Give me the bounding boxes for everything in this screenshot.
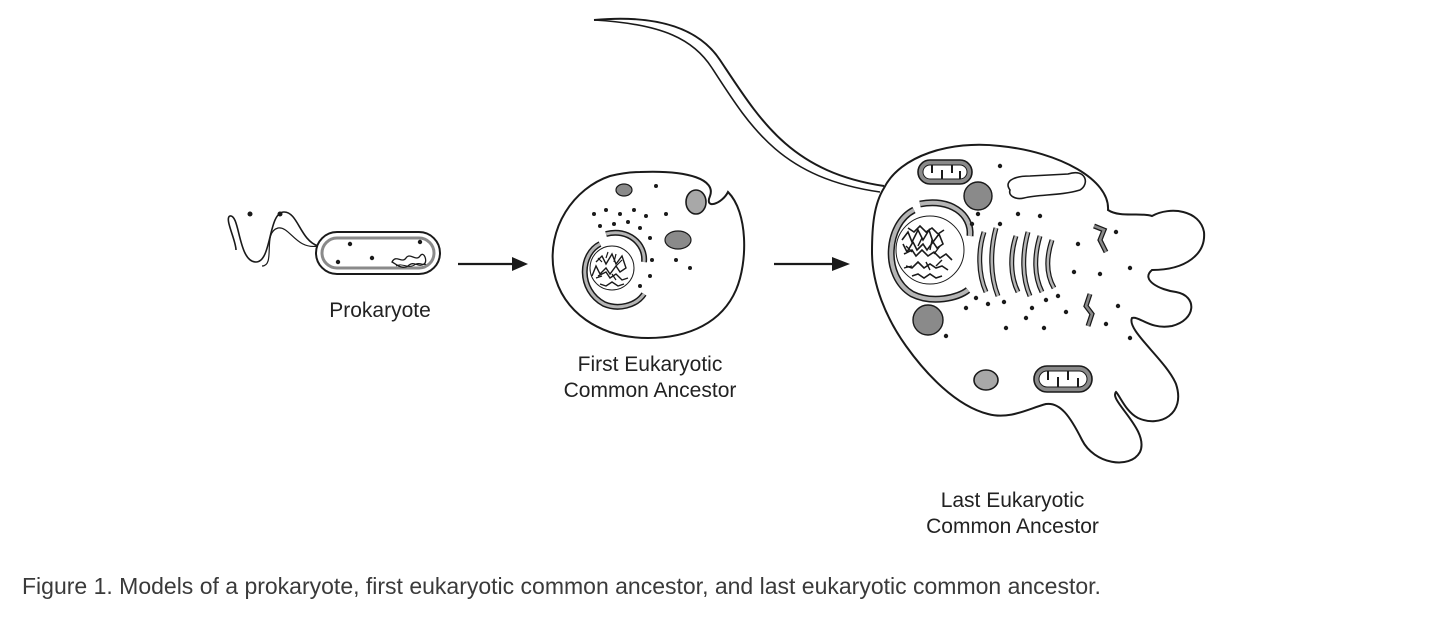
last-eukaryote-membrane	[870, 143, 1206, 464]
prokaryote-flagella-2	[261, 227, 319, 267]
last-eukaryote-er-fold	[1007, 171, 1087, 200]
label-prokaryote: Prokaryote	[300, 298, 460, 324]
first-eukaryote-cell	[551, 170, 746, 340]
first-eukaryote-nucleus	[581, 229, 648, 310]
last-eukaryote-cell	[593, 17, 1206, 464]
figure-caption: Figure 1. Models of a prokaryote, first …	[22, 573, 1101, 599]
lysosome-icon	[912, 304, 944, 336]
first-eukaryote-membrane	[551, 170, 746, 340]
label-prokaryote-text: Prokaryote	[329, 299, 431, 322]
last-eukaryote-nucleus	[887, 199, 974, 303]
prokaryote-membrane	[315, 231, 441, 275]
prokaryote-cell	[227, 211, 441, 275]
label-last-line1: Last Eukaryotic	[940, 489, 1085, 512]
last-eukaryote-ribosomes	[943, 163, 1133, 341]
golgi-apparatus	[977, 227, 1057, 298]
arrow-right-icon	[774, 257, 850, 271]
label-first-line1: First Eukaryotic	[577, 353, 723, 376]
label-first-line2: Common Ancestor	[563, 379, 737, 402]
label-first-eukaryotic-common-ancestor: First Eukaryotic Common Ancestor	[520, 352, 780, 404]
arrow-right-icon	[458, 257, 528, 271]
prokaryote-nucleoid	[391, 253, 427, 268]
first-eukaryote-ribosomes	[592, 184, 692, 288]
vesicle-icon	[973, 369, 999, 391]
lysosome-icon	[963, 181, 993, 211]
last-eukaryote-flagellum	[593, 17, 885, 187]
mitochondrion-icon	[917, 159, 973, 185]
mitochondrion-icon	[1033, 365, 1093, 393]
first-eukaryote-vesicle	[685, 189, 707, 215]
prokaryote-flagella	[227, 211, 319, 263]
label-last-eukaryotic-common-ancestor: Last Eukaryotic Common Ancestor	[880, 488, 1145, 540]
label-last-line2: Common Ancestor	[926, 515, 1099, 538]
